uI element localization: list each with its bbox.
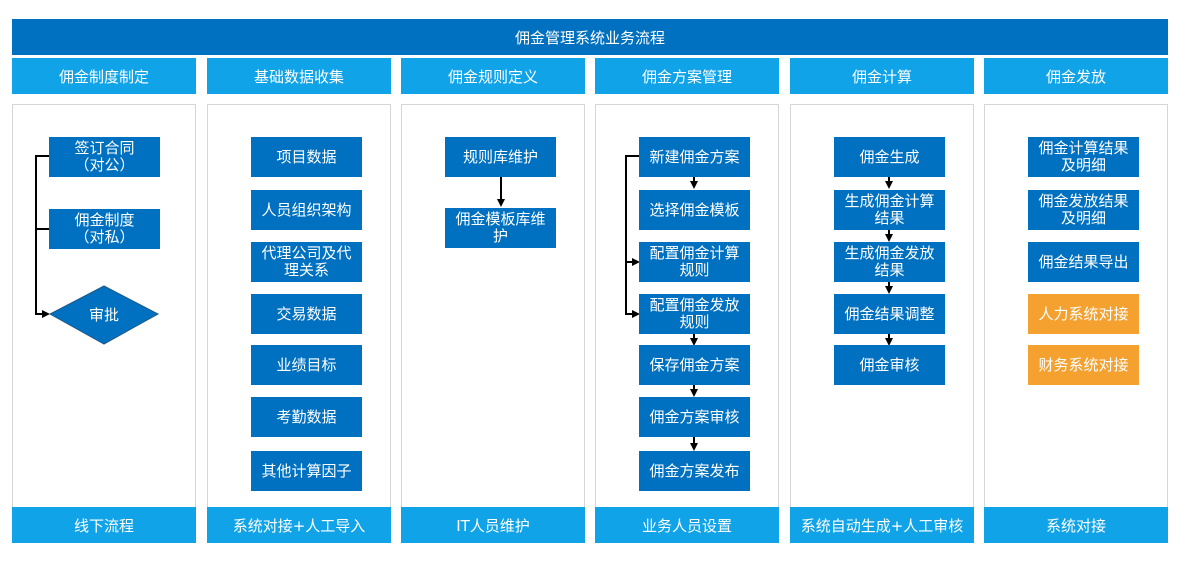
box-new-plan: 新建佣金方案	[639, 137, 750, 177]
column-footer-plan: 业务人员设置	[595, 507, 779, 543]
column-header-plan: 佣金方案管理	[595, 58, 779, 94]
box-save-plan: 保存佣金方案	[639, 345, 750, 385]
box-generate-commission: 佣金生成	[834, 137, 945, 177]
box-adjust-result: 佣金结果调整	[834, 294, 945, 334]
box-performance-target: 业绩目标	[251, 345, 362, 385]
box-calc-result-detail: 佣金计算结果及明细	[1028, 137, 1139, 177]
box-other-factors: 其他计算因子	[251, 451, 362, 491]
box-contract-public: 签订合同 （对公）	[49, 137, 160, 177]
column-header-calc: 佣金计算	[790, 58, 974, 94]
column-header-payout: 佣金发放	[984, 58, 1168, 94]
column-header-policy: 佣金制度制定	[12, 58, 196, 94]
column-footer-data: 系统对接+人工导入	[207, 507, 391, 543]
box-select-template: 选择佣金模板	[639, 190, 750, 230]
box-payout-result-detail: 佣金发放结果及明细	[1028, 190, 1139, 230]
column-footer-calc: 系统自动生成+人工审核	[790, 507, 974, 543]
box-commission-review: 佣金审核	[834, 345, 945, 385]
box-agency-relations: 代理公司及代理关系	[251, 242, 362, 282]
box-finance-integration: 财务系统对接	[1028, 345, 1139, 385]
box-org-structure: 人员组织架构	[251, 190, 362, 230]
box-project-data: 项目数据	[251, 137, 362, 177]
box-payout-result: 生成佣金发放结果	[834, 242, 945, 282]
box-approval: 审批	[88, 305, 119, 324]
box-attendance-data: 考勤数据	[251, 397, 362, 437]
column-footer-policy: 线下流程	[12, 507, 196, 543]
box-calc-result: 生成佣金计算结果	[834, 190, 945, 230]
box-config-payout-rules: 配置佣金发放规则	[639, 294, 750, 334]
box-export-result: 佣金结果导出	[1028, 242, 1139, 282]
box-review-plan: 佣金方案审核	[639, 397, 750, 437]
page-title: 佣金管理系统业务流程	[12, 19, 1168, 55]
box-rule-library: 规则库维护	[445, 137, 556, 177]
box-transaction-data: 交易数据	[251, 294, 362, 334]
box-publish-plan: 佣金方案发布	[639, 451, 750, 491]
box-config-calc-rules: 配置佣金计算规则	[639, 242, 750, 282]
box-policy-private: 佣金制度 （对私）	[49, 209, 160, 249]
column-header-rules: 佣金规则定义	[401, 58, 585, 94]
box-template-library: 佣金模板库维护	[445, 208, 556, 248]
box-hr-integration: 人力系统对接	[1028, 294, 1139, 334]
column-footer-payout: 系统对接	[984, 507, 1168, 543]
column-header-data: 基础数据收集	[207, 58, 391, 94]
column-footer-rules: IT人员维护	[401, 507, 585, 543]
